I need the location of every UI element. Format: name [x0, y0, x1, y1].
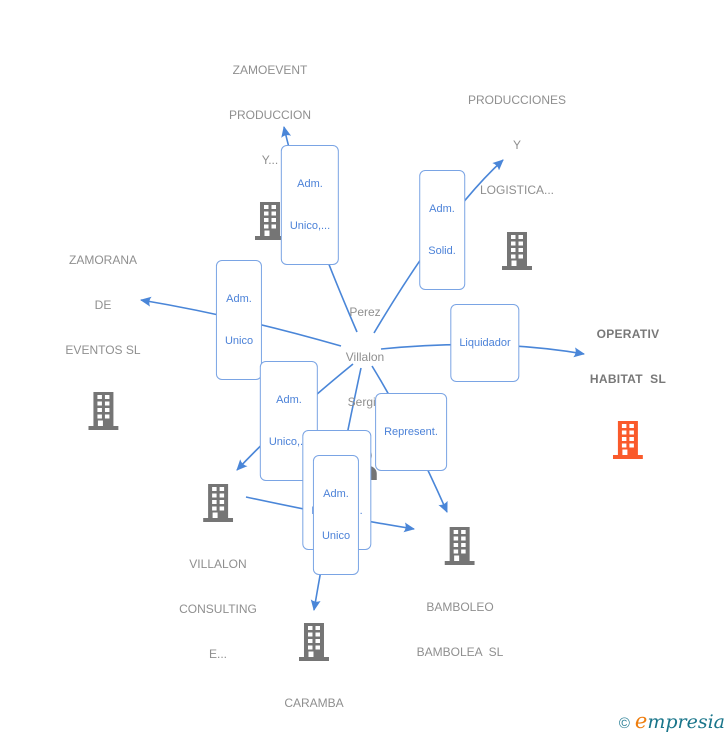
edge-label-adm-unico-zamoevent[interactable]: Adm. Unico,... — [280, 145, 340, 265]
copyright-icon: © — [618, 715, 630, 732]
node-label: PRODUCCIONES Y LOGISTICA... — [467, 93, 567, 197]
building-icon[interactable] — [468, 232, 566, 270]
node-caramba-eventos[interactable]: CARAMBA EVENTOS E INVERSIONES... — [268, 623, 360, 740]
building-icon[interactable] — [417, 527, 504, 565]
node-producciones[interactable]: PRODUCCIONES Y LOGISTICA... — [468, 63, 566, 270]
edge-label-adm-unico-bamboleo[interactable]: Adm. Unico — [312, 455, 360, 575]
building-icon[interactable] — [65, 392, 140, 430]
node-label-highlighted: OPERATIV HABITAT SL — [589, 327, 667, 386]
node-label: ZAMOEVENT PRODUCCION Y... — [228, 63, 312, 167]
node-zamorana[interactable]: ZAMORANA DE EVENTOS SL — [65, 223, 141, 430]
node-villalon-consulting[interactable]: VILLALON CONSULTING E... — [179, 484, 257, 692]
empresia-logo: empresia — [634, 709, 725, 733]
node-bamboleo-bambolea[interactable]: BAMBOLEO BAMBOLEA SL — [416, 527, 504, 690]
building-icon[interactable] — [229, 202, 311, 240]
node-operativ-habitat[interactable]: OPERATIV HABITAT SL — [590, 297, 666, 459]
building-icon-highlighted[interactable] — [590, 421, 666, 459]
node-label: BAMBOLEO BAMBOLEA SL — [416, 600, 504, 659]
node-zamoevent[interactable]: ZAMOEVENT PRODUCCION Y... — [229, 33, 311, 240]
edge-label-adm-unico-zamorana[interactable]: Adm. Unico — [215, 260, 263, 380]
edge-label-represent[interactable]: Represent. — [375, 393, 447, 471]
node-label: ZAMORANA DE EVENTOS SL — [65, 253, 141, 357]
empresia-watermark-link[interactable]: © empresia — [619, 709, 725, 733]
building-icon[interactable] — [179, 484, 257, 522]
edge-label-adm-solid[interactable]: Adm. Solid. — [419, 170, 465, 290]
node-label: CARAMBA EVENTOS E INVERSIONES... — [284, 696, 344, 710]
building-icon[interactable] — [268, 623, 360, 661]
node-label: VILLALON CONSULTING E... — [179, 557, 257, 661]
edge-label-liquidador[interactable]: Liquidador — [450, 304, 520, 382]
